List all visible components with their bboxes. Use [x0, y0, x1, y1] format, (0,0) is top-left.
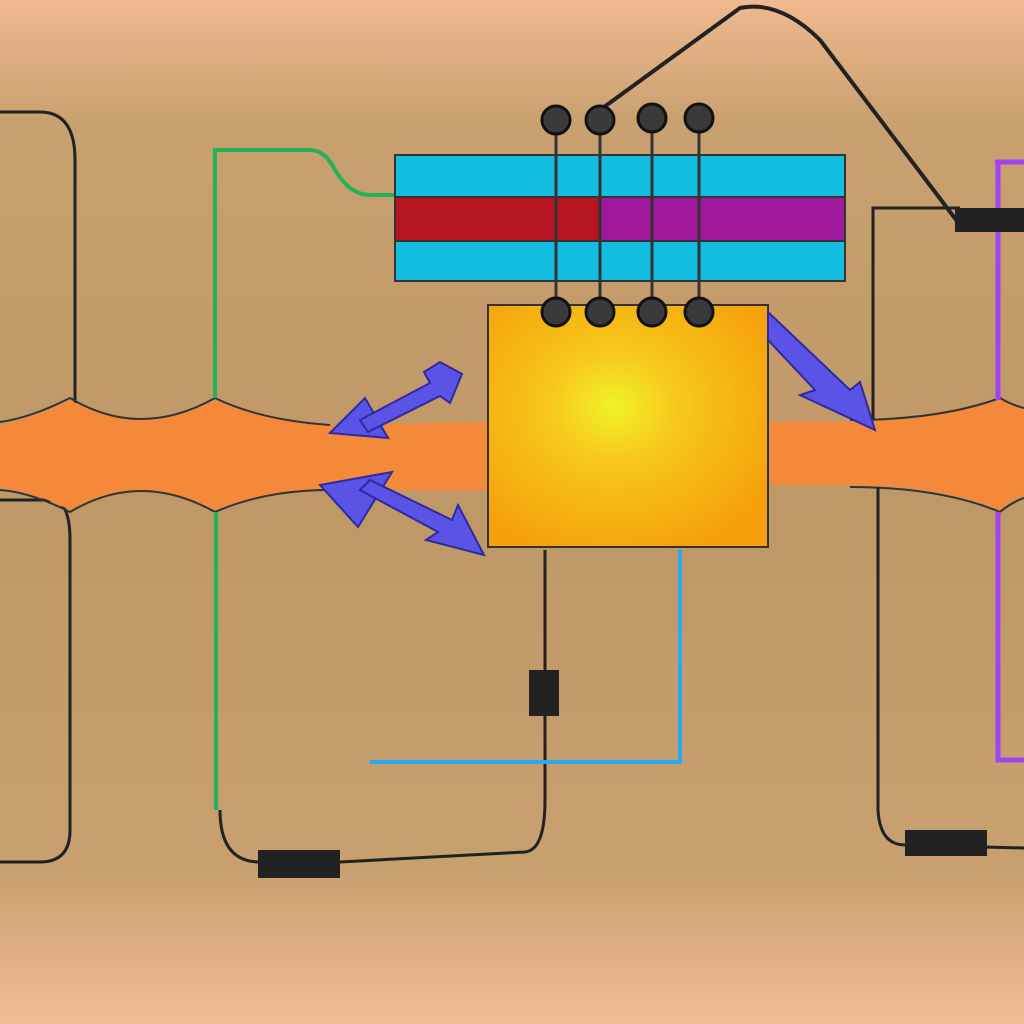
flow-band-top-outline — [0, 396, 331, 426]
green-wire — [213, 148, 395, 398]
top-terminals — [540, 102, 715, 136]
right-lower-wire — [876, 487, 1024, 850]
strip-panel — [394, 154, 846, 282]
resistor-center — [529, 670, 559, 716]
flow-band-right-top-outline — [849, 396, 1024, 421]
arrow-right — [767, 309, 877, 432]
strip-cyan-bottom — [394, 240, 846, 282]
terminal-wires — [554, 125, 701, 310]
flow-band-right-bottom-outline — [849, 486, 1024, 514]
terminal-top-4 — [683, 102, 715, 134]
resistor-bottom-left — [258, 850, 340, 878]
bottom-terminals — [540, 296, 715, 328]
flow-band-right — [770, 400, 1024, 510]
terminal-bottom-3 — [636, 296, 668, 328]
core-block — [487, 304, 769, 548]
strip-red — [394, 196, 601, 242]
terminal-top-2 — [584, 104, 616, 136]
blue-wire — [370, 550, 682, 764]
top-arc-wire — [598, 4, 962, 227]
flow-band-bottom-outline — [0, 489, 331, 514]
resistor-bottom-right — [905, 830, 987, 856]
strip-cyan-top — [394, 154, 846, 198]
arrow-lower-left — [318, 470, 486, 557]
terminal-bottom-4 — [683, 296, 715, 328]
terminal-top-1 — [540, 104, 572, 136]
terminal-bottom-2 — [584, 296, 616, 328]
terminal-top-3 — [636, 102, 668, 134]
arrow-upper-left — [327, 360, 464, 440]
terminal-bottom-1 — [540, 296, 572, 328]
strip-magenta — [599, 196, 846, 242]
purple-wire — [995, 159, 1024, 763]
right-upper-wire — [871, 206, 960, 420]
resistor-top-right — [955, 208, 1024, 232]
